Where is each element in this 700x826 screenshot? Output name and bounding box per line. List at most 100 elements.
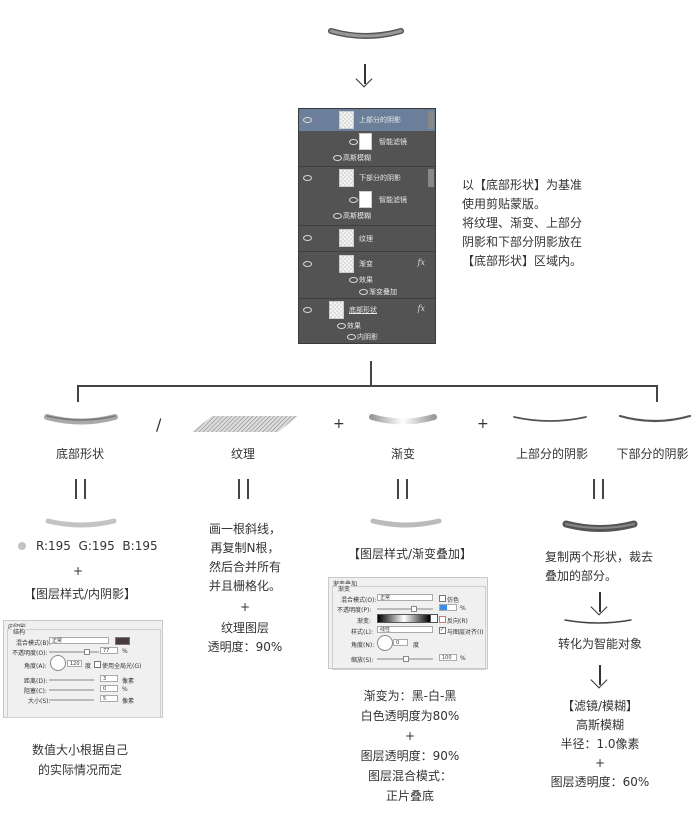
fx-icon[interactable]: fx <box>417 304 425 313</box>
layer-thumbnail <box>329 301 344 319</box>
gradient-dropdown[interactable] <box>430 614 438 623</box>
blend-mode-line: 图层混合模式： <box>367 769 452 783</box>
equals-icon <box>238 479 250 499</box>
eye-icon[interactable] <box>333 155 342 161</box>
filter-row: 高斯模糊 <box>299 151 435 165</box>
opacity-input[interactable] <box>439 604 457 611</box>
effect-label: 内阴影 <box>357 333 378 341</box>
scrollbar[interactable] <box>428 111 434 129</box>
blend-mode-line: 正片叠底 <box>385 789 434 803</box>
layer-name: 底部形状 <box>349 306 377 314</box>
gradient-picker[interactable] <box>377 614 431 623</box>
label-gradient: 渐变 <box>390 447 415 461</box>
layer-lower-shadow[interactable]: 下部分的阴影 <box>299 167 435 189</box>
instruction-line: 画一根斜线， <box>208 522 281 536</box>
blend-mode-select[interactable]: 正常 <box>377 594 433 601</box>
eye-icon[interactable] <box>333 213 342 219</box>
eye-icon[interactable] <box>303 261 312 267</box>
arrow-down-icon <box>590 592 610 614</box>
effect-row: 内阴影 <box>299 331 435 343</box>
global-light-checkbox[interactable] <box>94 661 101 668</box>
eye-icon[interactable] <box>349 277 358 283</box>
effects-label: 效果 <box>347 322 361 330</box>
reverse-label: 反向(R) <box>447 618 468 625</box>
layer-name: 渐变 <box>359 260 373 268</box>
opacity-input[interactable]: 77 <box>100 647 118 654</box>
layer-name: 纹理 <box>359 235 373 243</box>
angle-dial[interactable] <box>377 635 393 651</box>
instruction-line: 并且栅格化。 <box>208 579 281 593</box>
shadow-thin-shape <box>564 619 632 624</box>
scrollbar[interactable] <box>428 169 434 187</box>
global-light-label: 使用全局光(G) <box>102 663 142 670</box>
eye-icon[interactable] <box>347 334 356 340</box>
angle-label: 角度(N): <box>351 642 375 649</box>
eye-icon[interactable] <box>349 139 358 145</box>
smart-filter-label: 智能滤镜 <box>379 196 407 204</box>
layer-base-shape[interactable]: 底部形状 fx <box>299 299 435 319</box>
tree-connector-vertical <box>370 361 372 386</box>
op-plus: + <box>477 416 489 432</box>
layer-gradient[interactable]: 渐变 fx <box>299 252 435 274</box>
angle-input[interactable]: 0 <box>393 639 408 646</box>
unit: % <box>122 686 128 693</box>
eye-icon[interactable] <box>303 175 312 181</box>
gradient-notes: 渐变为：黑-白-黑 白色透明度为80% + 图层透明度：90% 图层混合模式： … <box>330 686 490 806</box>
reverse-checkbox[interactable] <box>439 616 446 623</box>
slider-knob[interactable] <box>403 656 409 662</box>
inner-shadow-style-label: 【图层样式/内阴影】 <box>24 587 137 601</box>
gradient-layer-opacity: 图层透明度：90% <box>360 749 460 763</box>
opacity-label: 不透明度(P): <box>337 607 372 614</box>
effect-row: 渐变叠加 <box>299 286 435 298</box>
effect-label: 渐变叠加 <box>369 288 397 296</box>
choke-slider[interactable] <box>49 689 94 691</box>
angle-label: 角度(A): <box>24 663 47 670</box>
slider-knob[interactable] <box>84 649 90 655</box>
eye-icon[interactable] <box>303 117 312 123</box>
inner-shadow-note: 数值大小根据自己 的实际情况而定 <box>10 740 150 780</box>
slider-knob[interactable] <box>411 606 417 612</box>
effects-row: 效果 <box>299 274 435 286</box>
fx-icon[interactable]: fx <box>417 258 425 267</box>
base-shape-result <box>45 518 117 528</box>
eye-icon[interactable] <box>303 235 312 241</box>
eye-icon[interactable] <box>303 307 312 313</box>
eye-icon[interactable] <box>359 289 368 295</box>
scale-label: 缩放(S): <box>351 657 374 664</box>
unit: 像素 <box>122 678 135 685</box>
texture-image <box>192 416 298 432</box>
instruction-line: 然后合并所有 <box>208 560 281 574</box>
shadow-color-swatch[interactable] <box>115 637 130 645</box>
layer-thumbnail <box>339 229 354 247</box>
blend-mode-label: 混合模式(O): <box>341 597 377 604</box>
align-checkbox[interactable]: ✓ <box>439 627 446 634</box>
tree-connector-horizontal <box>77 385 658 387</box>
opacity-slider[interactable] <box>49 651 99 653</box>
angle-input[interactable]: 120 <box>67 660 82 667</box>
distance-slider[interactable] <box>49 679 94 681</box>
scale-input[interactable]: 100 <box>439 654 457 661</box>
effects-row: 效果 <box>299 320 435 332</box>
group-title: 结构 <box>12 627 27 636</box>
choke-input[interactable]: 0 <box>100 685 118 692</box>
note-line: 白色透明度为80% <box>360 709 460 723</box>
filter-label: 高斯模糊 <box>343 212 371 220</box>
eye-icon[interactable] <box>337 323 346 329</box>
lower-shadow-image <box>618 414 692 423</box>
blend-mode-select[interactable]: 正常 <box>49 637 109 644</box>
size-label: 大小(S): <box>28 698 51 705</box>
dither-checkbox[interactable] <box>439 595 446 602</box>
size-slider[interactable] <box>49 699 94 701</box>
texture-layer-label: 纹理图层 <box>220 621 269 635</box>
smart-object-label: 转化为智能对象 <box>557 637 642 651</box>
layer-upper-shadow[interactable]: 上部分的阴影 <box>299 109 435 131</box>
layer-texture[interactable]: 纹理 <box>299 226 435 250</box>
eye-icon[interactable] <box>349 197 358 203</box>
style-select[interactable]: 线性 <box>377 626 433 633</box>
shadow-instructions: 复制两个形状，裁去 叠加的部分。 <box>545 548 685 586</box>
opacity-slider[interactable] <box>377 608 433 610</box>
shadow-duplicate-shape <box>562 520 638 532</box>
size-input[interactable]: 5 <box>100 695 118 702</box>
angle-dial[interactable] <box>50 655 66 671</box>
distance-input[interactable]: 3 <box>100 675 118 682</box>
